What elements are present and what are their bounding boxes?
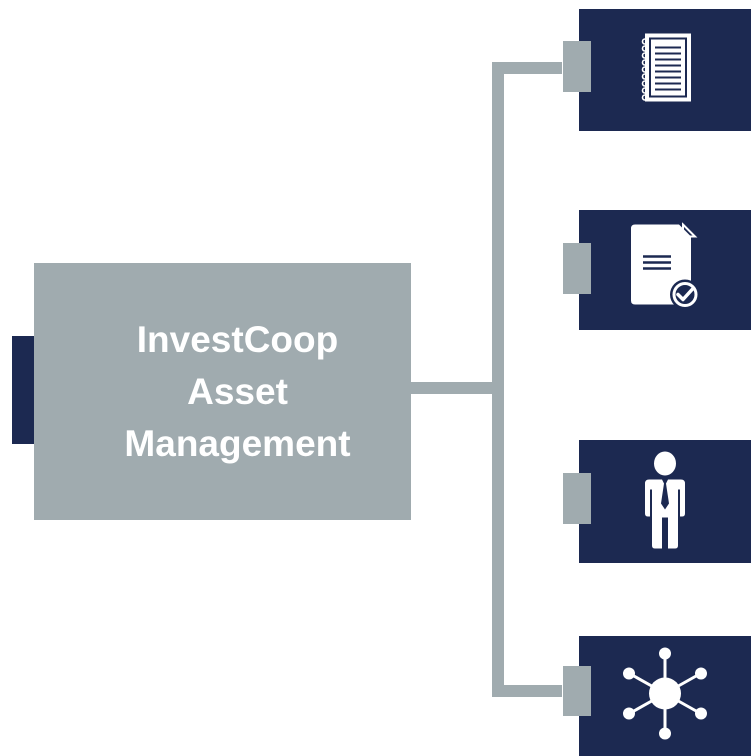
node-businessman-tab (563, 473, 591, 524)
document-check-icon (627, 222, 703, 318)
connector-trunk (492, 62, 504, 697)
businessman-icon (643, 449, 687, 554)
node-document-check-tab (563, 243, 591, 294)
node-network-hub (579, 636, 751, 756)
connector-top-arm (492, 62, 562, 74)
node-document-check (579, 210, 751, 330)
network-hub-icon (617, 644, 713, 749)
connector-bottom-arm (492, 685, 562, 697)
node-network-hub-tab (563, 666, 591, 716)
node-notebook (579, 9, 751, 131)
notebook-icon (635, 32, 695, 109)
node-notebook-tab (563, 41, 591, 92)
main-box: InvestCoop Asset Management (34, 263, 411, 520)
node-businessman (579, 440, 751, 563)
connector-horizontal (411, 382, 498, 394)
main-title: InvestCoop Asset Management (124, 318, 351, 464)
